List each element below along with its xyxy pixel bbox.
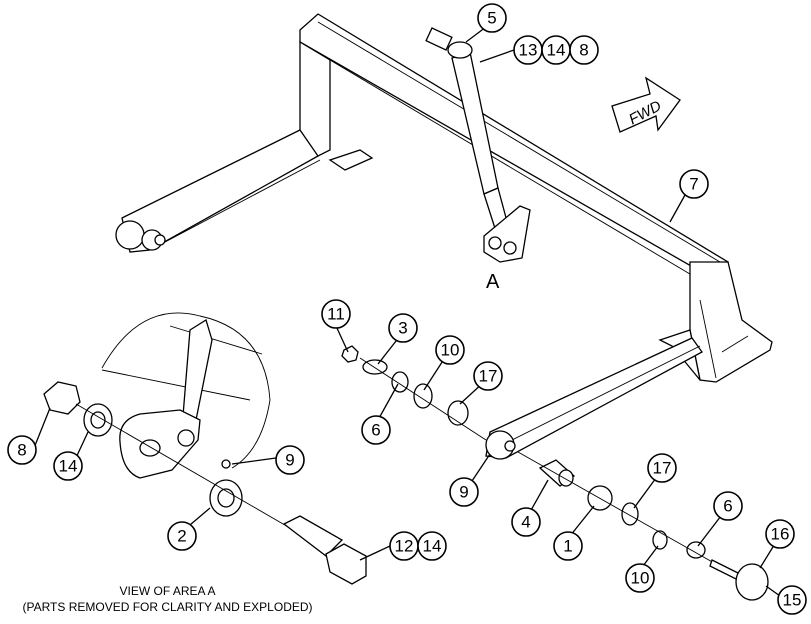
callout-10: 10 [435,335,465,365]
callout-5: 5 [477,3,507,33]
callout-8-detail: 8 [7,435,37,465]
svg-text:3: 3 [398,319,407,338]
strut-assembly [425,27,531,263]
callout-1: 1 [553,531,583,561]
svg-text:8: 8 [579,41,588,60]
svg-text:14: 14 [423,537,442,556]
svg-text:4: 4 [521,513,530,532]
svg-text:17: 17 [479,367,498,386]
callout-2: 2 [167,521,197,551]
caption-line-1: VIEW OF AREA A [119,584,216,598]
detail-view-area-a [43,312,367,585]
callout-17: 17 [473,361,503,391]
svg-text:13: 13 [519,41,538,60]
svg-text:11: 11 [327,305,345,324]
callout-16: 16 [765,519,795,549]
svg-text:16: 16 [771,525,790,544]
callout-14: 14 [541,35,571,65]
svg-text:1: 1 [563,537,572,556]
forward-arrow: FWD [611,76,681,133]
svg-text:6: 6 [723,497,732,516]
svg-text:14: 14 [59,457,78,476]
callout-6: 6 [361,415,391,445]
callout-9-right: 9 [449,477,479,507]
caption-line-2: (PARTS REMOVED FOR CLARITY AND EXPLODED) [22,600,313,614]
svg-text:5: 5 [487,9,496,28]
callout-17b: 17 [647,453,677,483]
svg-text:2: 2 [177,527,186,546]
callout-14-detail: 14 [53,451,83,481]
callout-15: 15 [777,585,807,615]
callout-9-detail: 9 [275,445,305,475]
svg-text:15: 15 [783,591,802,610]
svg-text:7: 7 [689,175,698,194]
svg-text:10: 10 [631,569,650,588]
callout-4: 4 [511,507,541,537]
svg-text:9: 9 [285,451,294,470]
callout-12: 12 [389,531,419,561]
svg-text:10: 10 [441,341,460,360]
callout-6b: 6 [713,491,743,521]
svg-text:8: 8 [17,441,26,460]
callout-14-bolt: 14 [417,531,447,561]
svg-text:17: 17 [653,459,672,478]
callout-8: 8 [569,35,599,65]
callout-10b: 10 [625,563,655,593]
frame-assembly [115,13,773,460]
svg-text:9: 9 [459,483,468,502]
callout-3: 3 [388,313,418,343]
svg-text:6: 6 [371,421,380,440]
callout-11: 11 [321,299,351,329]
callout-7: 7 [679,169,709,199]
callout-13: 13 [513,35,543,65]
area-a-label: A [486,271,500,293]
svg-text:12: 12 [395,537,414,556]
svg-text:14: 14 [547,41,566,60]
right-exploded-parts [341,345,769,601]
